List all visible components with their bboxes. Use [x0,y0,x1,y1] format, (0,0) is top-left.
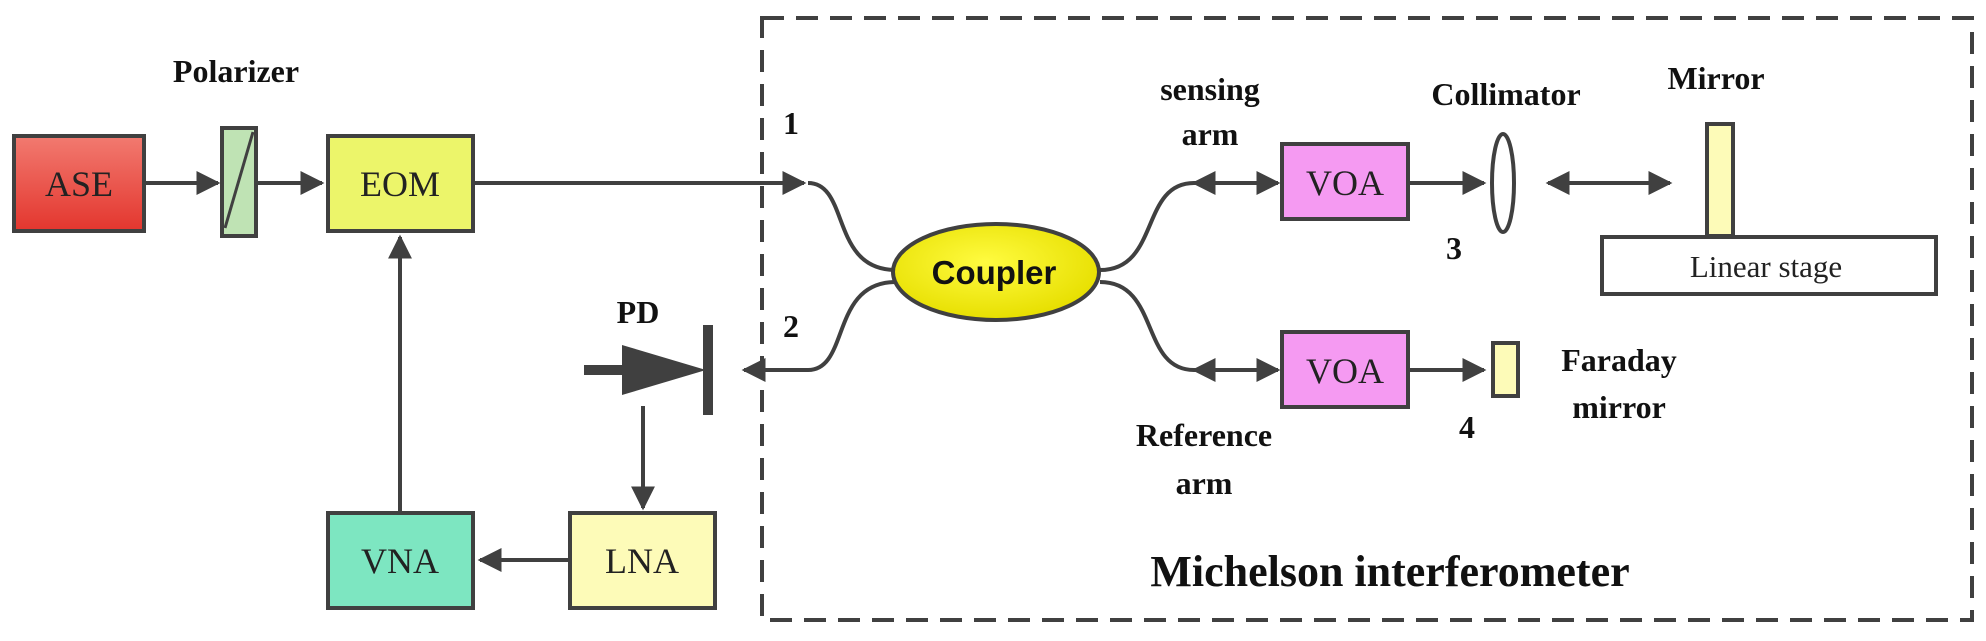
fiber-port1 [807,181,897,272]
svg-text:LNA: LNA [605,541,679,581]
voa-reference-box: VOA [1280,330,1410,409]
fiber-reference [1099,280,1195,372]
reference-arm-label-line2: arm [1176,465,1233,501]
port-4-label: 4 [1459,409,1475,445]
svg-text:ASE: ASE [45,164,113,204]
mirror-label: Mirror [1667,60,1764,96]
fiber-port2 [807,280,897,372]
faraday-mirror-label-line1: Faraday [1561,342,1677,378]
coupler: Coupler [891,222,1101,322]
polarizer-label: Polarizer [173,53,299,89]
reference-arm-label-line1: Reference [1136,417,1272,453]
port-1-label: 1 [783,105,799,141]
collimator-label: Collimator [1431,76,1580,112]
pd-label: PD [617,294,660,330]
svg-text:VNA: VNA [361,541,439,581]
collimator-lens [1490,132,1516,234]
pd-diode [584,325,713,415]
port-2-label: 2 [783,308,799,344]
voa-sensing-box: VOA [1280,142,1410,221]
svg-text:VOA: VOA [1306,163,1384,203]
sensing-arm-label-line1: sensing [1160,71,1260,107]
eom-box: EOM [326,134,475,233]
enclosure-title: Michelson interferometer [1150,547,1629,596]
ase-source: ASE [12,134,146,233]
faraday-mirror [1491,341,1520,398]
port-3-label: 3 [1446,230,1462,266]
svg-text:VOA: VOA [1306,351,1384,391]
interferometer-enclosure [760,16,1974,622]
linear-stage: Linear stage [1600,235,1938,296]
polarizer [220,126,258,238]
vna-box: VNA [326,511,475,610]
svg-text:EOM: EOM [360,164,440,204]
mirror [1705,122,1735,238]
svg-text:Linear stage: Linear stage [1690,249,1842,284]
sensing-arm-label-line2: arm [1182,116,1239,152]
faraday-mirror-label-line2: mirror [1572,389,1666,425]
fiber-sensing [1099,181,1195,272]
svg-text:Coupler: Coupler [932,254,1057,291]
lna-box: LNA [568,511,717,610]
